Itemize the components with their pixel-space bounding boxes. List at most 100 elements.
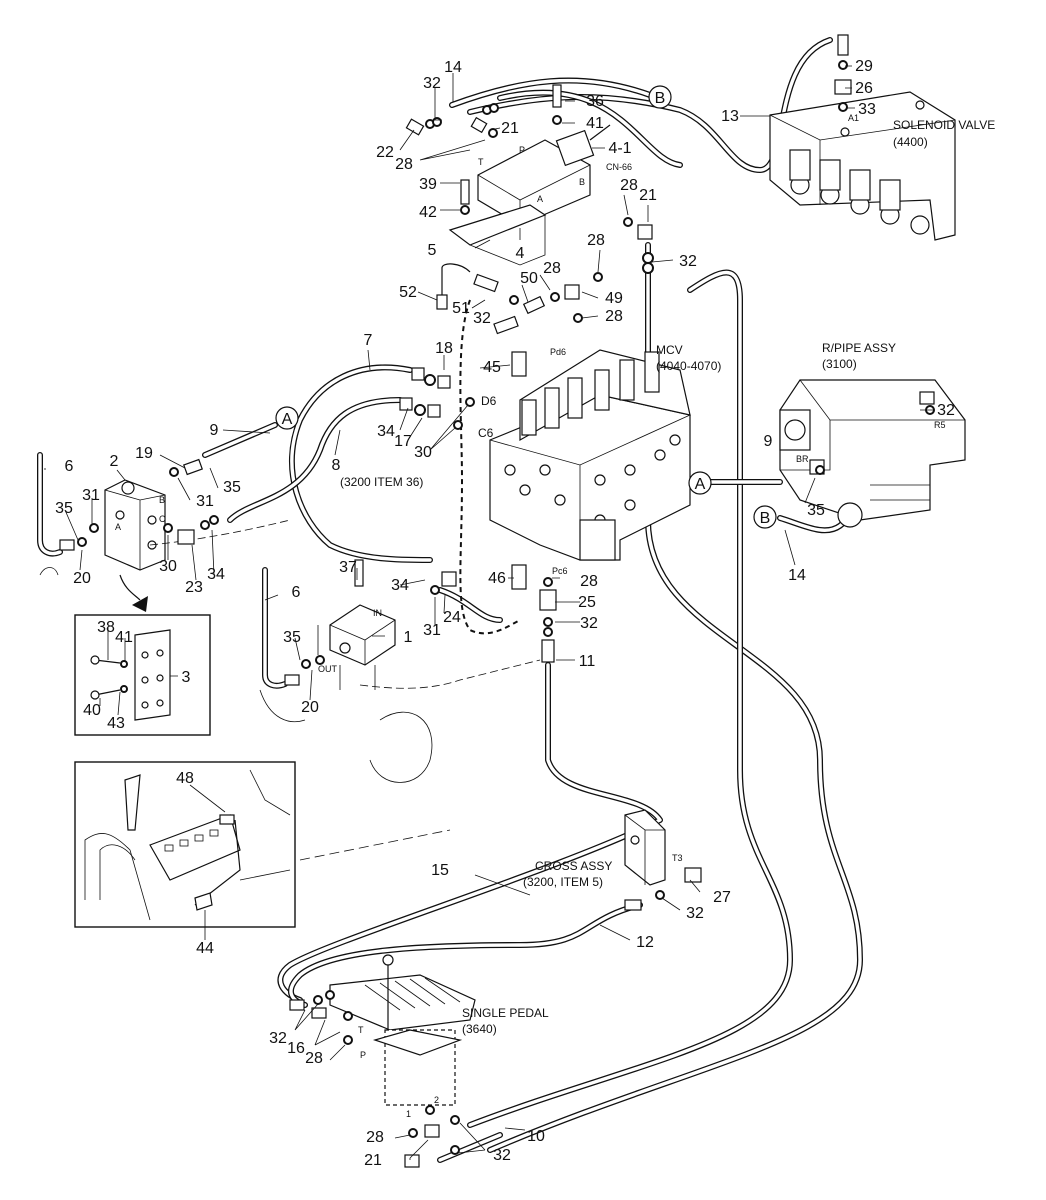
block-2 (104, 479, 166, 571)
connector-mark-b-right: B (753, 505, 777, 529)
callout: 10 (527, 1128, 545, 1145)
callout: 32 (423, 75, 441, 92)
plate-inset (74, 574, 211, 736)
callout: 37 (339, 559, 357, 576)
hose-lines (37, 37, 923, 1163)
callout: 52 (399, 284, 417, 301)
block-port-a: A (115, 522, 121, 532)
callout: 8 (332, 457, 341, 474)
callout: 42 (419, 204, 437, 221)
callout: 24 (443, 609, 461, 626)
callout: 13 (721, 108, 739, 125)
callout: 7 (364, 332, 373, 349)
callout: 39 (419, 176, 437, 193)
item-3200-36-label: (3200 ITEM 36) (340, 475, 423, 489)
callout: 28 (395, 156, 413, 173)
callout: 31 (82, 487, 100, 504)
callout: 32 (679, 253, 697, 270)
r-pipe-assy-label: R/PIPE ASSY (822, 341, 896, 355)
callout: 38 (97, 619, 115, 636)
callout: 4-1 (608, 140, 631, 157)
callout: 28 (580, 573, 598, 590)
callout: 15 (431, 862, 449, 879)
callout: 34 (377, 423, 395, 440)
pedal-port-p: P (360, 1050, 366, 1060)
callout: 11 (579, 653, 596, 670)
port-cn66: CN-66 (606, 162, 632, 172)
pedal-port-t: T (358, 1025, 364, 1035)
callout: 19 (135, 445, 153, 462)
mcv-code: (4040-4070) (656, 359, 721, 373)
callout: 14 (444, 59, 462, 76)
callout: 30 (414, 444, 432, 461)
solenoid-valve-label: SOLENOID VALVE (893, 118, 995, 132)
callout: 25 (578, 594, 596, 611)
callout: 49 (605, 290, 623, 307)
callout: 4 (516, 245, 525, 262)
callout: 32 (937, 402, 955, 419)
callout: 2 (110, 453, 119, 470)
port-a: A (537, 194, 543, 204)
callout: 6 (292, 584, 301, 601)
callout: 21 (364, 1152, 382, 1169)
callout: 32 (580, 615, 598, 632)
callout: 35 (223, 479, 241, 496)
callout: 14 (788, 567, 806, 584)
port-d6: D6 (481, 394, 497, 408)
valve-block-4 (448, 124, 611, 266)
single-pedal-code: (3640) (462, 1022, 497, 1036)
cross-assy-label: CROSS ASSY (535, 859, 612, 873)
solenoid-valve-code: (4400) (893, 135, 928, 149)
block-port-c: C (159, 514, 166, 524)
cab-inset (74, 761, 296, 928)
fittings (59, 34, 935, 1168)
callout: 3 (182, 669, 191, 686)
connector-mark-a-right: A (688, 471, 712, 495)
port-t: T (478, 157, 484, 167)
callout: 32 (269, 1030, 287, 1047)
callout: 28 (605, 308, 623, 325)
svg-text:A: A (695, 476, 706, 493)
callout: 34 (207, 566, 225, 583)
callout: 1 (404, 629, 413, 646)
port-p: P (519, 145, 525, 155)
callout: 9 (210, 422, 219, 439)
callout: 21 (639, 187, 657, 204)
callout: 23 (185, 579, 203, 596)
callout: 30 (159, 558, 177, 575)
callout: 18 (435, 340, 453, 357)
callout: 32 (473, 310, 491, 327)
connector-mark-b-top: B (648, 85, 672, 109)
solenoid-valve (769, 91, 956, 241)
callout: 36 (586, 93, 604, 110)
component-labels: SOLENOID VALVE (4400) MCV (4040-4070) R/… (340, 118, 995, 1036)
block-port-b: B (159, 495, 165, 505)
cross-assy (624, 809, 666, 886)
port-marks: P T A B CN-66 A1 Pd6 D6 C6 Pc6 BR R5 IN … (115, 113, 946, 1119)
callout: 44 (196, 940, 214, 957)
pedal-port-2: 2 (434, 1095, 439, 1105)
callout: 40 (83, 702, 101, 719)
callout: 45 (483, 359, 501, 376)
r-pipe-assy (779, 379, 966, 528)
single-pedal-label: SINGLE PEDAL (462, 1006, 549, 1020)
callout: 50 (520, 270, 538, 287)
callout: 6 (65, 458, 74, 475)
svg-text:A: A (282, 411, 293, 428)
cross-port-t3: T3 (672, 853, 683, 863)
callout: 35 (283, 629, 301, 646)
callout: 5 (428, 242, 437, 259)
callout: 28 (587, 232, 605, 249)
callout: 12 (636, 934, 654, 951)
callout: 16 (287, 1040, 305, 1057)
callout: 28 (366, 1129, 384, 1146)
port-pc6: Pc6 (552, 566, 568, 576)
callout: 41 (115, 629, 133, 646)
single-pedal (329, 954, 476, 1106)
port-br: BR (796, 454, 809, 464)
callout: 20 (73, 570, 91, 587)
r-pipe-assy-code: (3100) (822, 357, 857, 371)
callout: 41 (586, 115, 604, 132)
connector-marks: B A A B (275, 85, 777, 529)
callout: 33 (858, 101, 876, 118)
